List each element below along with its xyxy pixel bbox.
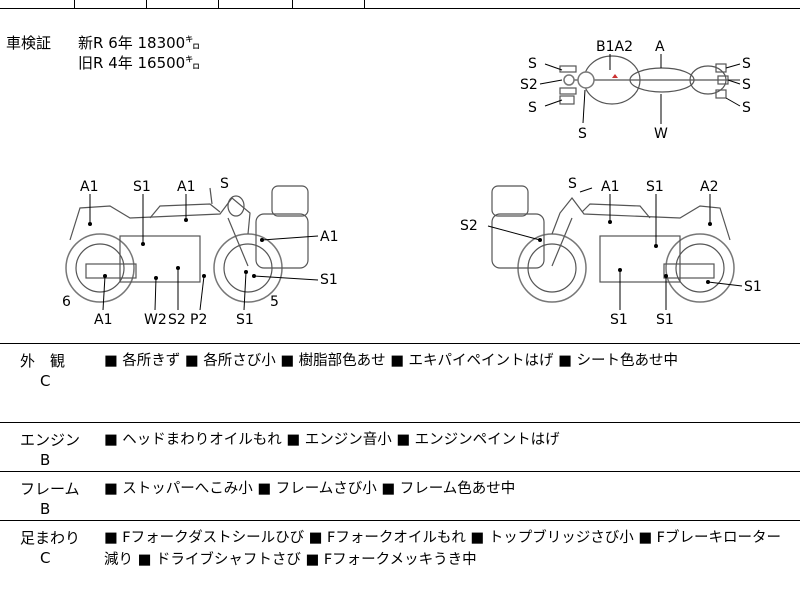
damage-diagram-area: 車検証 新R 6年 18300㌔ 旧R 4年 16500㌔ S S2 S S B…	[0, 8, 800, 344]
section-notes: ■ Fフォークダストシールひび ■ Fフォークオイルもれ ■ トップブリッジさび…	[104, 530, 782, 568]
section-label: フレーム	[20, 480, 80, 498]
registration-new: 新R 6年 18300㌔	[78, 34, 201, 52]
section-notes: ■ 各所きず ■ 各所さび小 ■ 樹脂部色あせ ■ エキパイペイントはげ ■ シ…	[104, 353, 678, 369]
diag-label: S	[528, 100, 537, 116]
left-view-labels: A1 S1 A1 S A1 S1 6 A1 W2 S2 P2 S1 5	[62, 176, 338, 328]
diag-label: A1	[601, 179, 619, 195]
diag-label: S	[742, 56, 751, 72]
diag-label: A1	[94, 312, 112, 328]
condition-section-engine: エンジン B ■ ヘッドまわりオイルもれ ■ エンジン音小 ■ エンジンペイント…	[0, 423, 800, 472]
diag-label: A1	[177, 179, 195, 195]
diag-label: W	[654, 126, 668, 142]
top-view-labels: S S2 S S B1A2 A W S S S	[520, 39, 751, 142]
diag-label: S	[742, 100, 751, 116]
diag-label: S1	[320, 272, 338, 288]
condition-section-suspension: 足まわり C ■ Fフォークダストシールひび ■ Fフォークオイルもれ ■ トッ…	[0, 521, 800, 600]
diag-label: A1	[320, 229, 338, 245]
right-view-labels: S A1 S1 A2 S2 S1 S1 S1	[460, 176, 762, 328]
diag-label: B1A2	[596, 39, 633, 55]
condition-section-frame: フレーム B ■ ストッパーへこみ小 ■ フレームさび小 ■ フレーム色あせ中	[0, 472, 800, 521]
diag-label: S1	[236, 312, 254, 328]
diag-label: S	[568, 176, 577, 192]
divider	[364, 0, 365, 8]
section-label: 外 観	[20, 352, 66, 370]
diag-label: S1	[656, 312, 674, 328]
section-label: エンジン	[20, 431, 81, 449]
diag-label: A2	[700, 179, 718, 195]
diag-label: P2	[190, 312, 207, 328]
divider	[146, 0, 147, 8]
diag-label: S1	[133, 179, 151, 195]
top-strip	[0, 0, 800, 9]
section-notes: ■ ストッパーへこみ小 ■ フレームさび小 ■ フレーム色あせ中	[104, 481, 516, 497]
motorcycle-diagram: S S2 S S B1A2 A W S S S	[62, 39, 762, 328]
diag-label: W2	[144, 312, 167, 328]
registration-label: 車検証	[6, 34, 52, 52]
divider	[74, 0, 75, 8]
condition-section-exterior: 外 観 C ■ 各所きず ■ 各所さび小 ■ 樹脂部色あせ ■ エキパイペイント…	[0, 344, 800, 423]
diag-label: S	[220, 176, 229, 192]
section-grade: C	[40, 372, 51, 390]
diag-label: S	[742, 77, 751, 93]
diag-label: S1	[610, 312, 628, 328]
section-grade: B	[40, 500, 51, 518]
section-notes: ■ ヘッドまわりオイルもれ ■ エンジン音小 ■ エンジンペイントはげ	[104, 432, 560, 448]
divider	[292, 0, 293, 8]
diag-label: 6	[62, 294, 71, 310]
diag-label: A	[655, 39, 665, 55]
top-view-motorcycle	[559, 55, 740, 105]
diag-label: S2	[168, 312, 186, 328]
section-grade: B	[40, 451, 51, 469]
section-grade: C	[40, 549, 51, 567]
divider	[218, 0, 219, 8]
diag-label: A1	[80, 179, 98, 195]
right-side-motorcycle	[491, 185, 735, 303]
diag-label: S2	[460, 218, 478, 234]
diag-label: S1	[744, 279, 762, 295]
diag-label: S2	[520, 77, 538, 93]
registration-old: 旧R 4年 16500㌔	[78, 54, 201, 72]
diag-label: S	[578, 126, 587, 142]
left-side-motorcycle	[65, 185, 309, 303]
diag-label: S1	[646, 179, 664, 195]
diag-label: S	[528, 56, 537, 72]
diag-label: 5	[270, 294, 279, 310]
section-label: 足まわり	[20, 529, 81, 547]
